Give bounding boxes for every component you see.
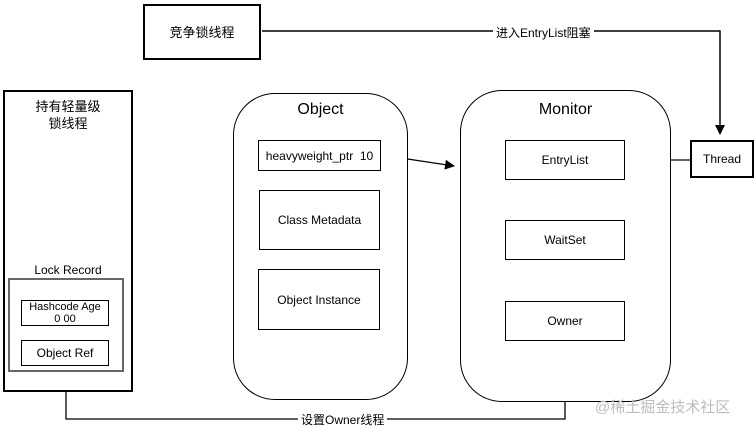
lightweight-holder-label: 持有轻量级 锁线程 <box>35 99 101 131</box>
edge-label-enter-entrylist: 进入EntryList阻塞 <box>493 24 594 41</box>
owner-box: Owner <box>505 301 625 341</box>
hashcode-value: 0 00 <box>54 313 76 325</box>
heavyweight-ptr-box: heavyweight_ptr 10 <box>258 140 381 171</box>
edge-enter-entrylist <box>262 30 725 135</box>
object-instance-box: Object Instance <box>258 269 380 330</box>
competing-thread-label: 竞争锁线程 <box>169 24 235 40</box>
monitor-title: Monitor <box>538 101 593 118</box>
object-title: Object <box>297 101 344 118</box>
waitset-box: WaitSet <box>505 220 625 260</box>
thread-box: Thread <box>690 140 754 178</box>
lock-record-title: Lock Record <box>34 263 102 277</box>
object-ref-box: Object Ref <box>21 340 109 366</box>
class-metadata-box: Class Metadata <box>259 190 380 250</box>
competing-thread-box: 竞争锁线程 <box>143 4 261 60</box>
entrylist-box: EntryList <box>505 140 625 180</box>
watermark-text: @稀土掘金技术社区 <box>595 399 731 416</box>
hashcode-age-box: Hashcode Age 0 00 <box>21 300 109 326</box>
edge-label-set-owner: 设置Owner线程 <box>298 411 388 428</box>
hashcode-age-label: Hashcode Age <box>29 301 101 313</box>
